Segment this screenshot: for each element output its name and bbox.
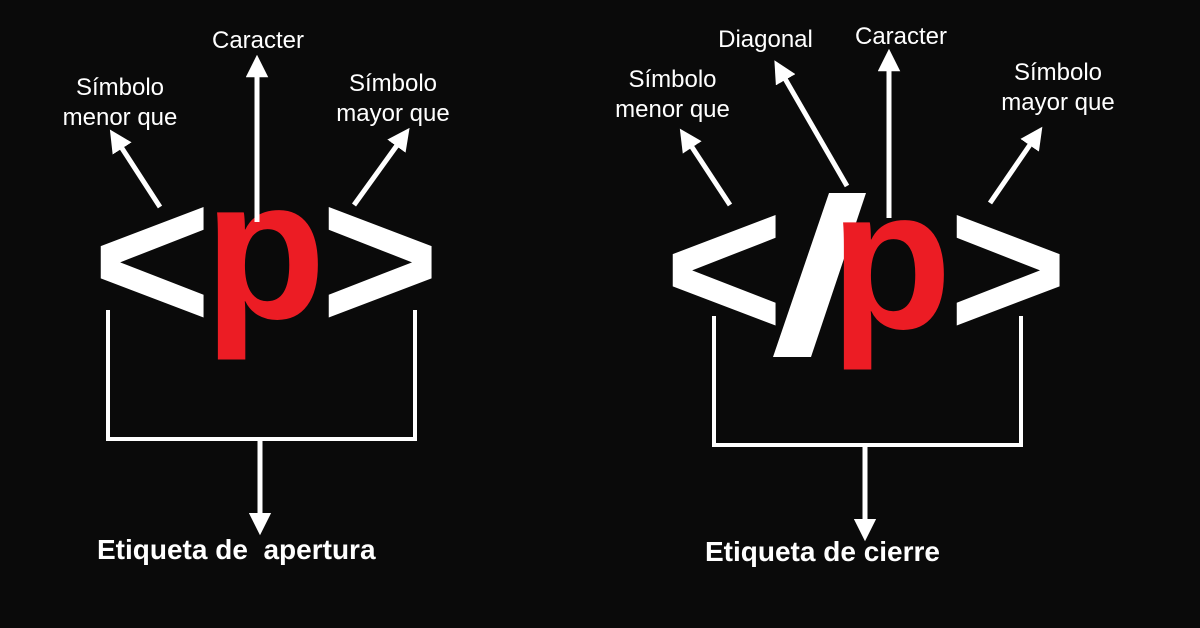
closing-slash-symbol xyxy=(773,193,866,357)
closing-less-than-arrow xyxy=(679,128,733,207)
closing-less-than-symbol: < xyxy=(664,153,784,382)
closing-slash-label: Diagonal xyxy=(718,26,813,53)
closing-character-label: Caracter xyxy=(854,23,948,50)
opening-character-label: Caracter xyxy=(211,27,305,54)
opening-character: p xyxy=(204,138,326,361)
closing-tag-caption: Etiqueta de cierre xyxy=(705,536,940,567)
closing-tag-group: < p > xyxy=(664,48,1068,542)
opening-greater-than-symbol: > xyxy=(320,145,440,374)
opening-less-than-arrow xyxy=(109,129,163,209)
closing-greater-than-arrow xyxy=(987,126,1043,205)
opening-less-than-label: Símbolo menor que xyxy=(62,74,178,131)
opening-greater-than-label: Símbolo mayor que xyxy=(336,70,450,127)
opening-tag-caption: Etiqueta de apertura xyxy=(97,534,376,565)
opening-tag-group: < p > xyxy=(92,54,440,536)
closing-less-than-label: Símbolo menor que xyxy=(615,66,730,123)
closing-slash-arrow xyxy=(774,60,850,188)
closing-greater-than-symbol: > xyxy=(948,153,1068,382)
opening-greater-than-arrow xyxy=(351,127,410,207)
opening-less-than-symbol: < xyxy=(92,145,212,374)
closing-greater-than-label: Símbolo mayor que xyxy=(1001,59,1115,116)
